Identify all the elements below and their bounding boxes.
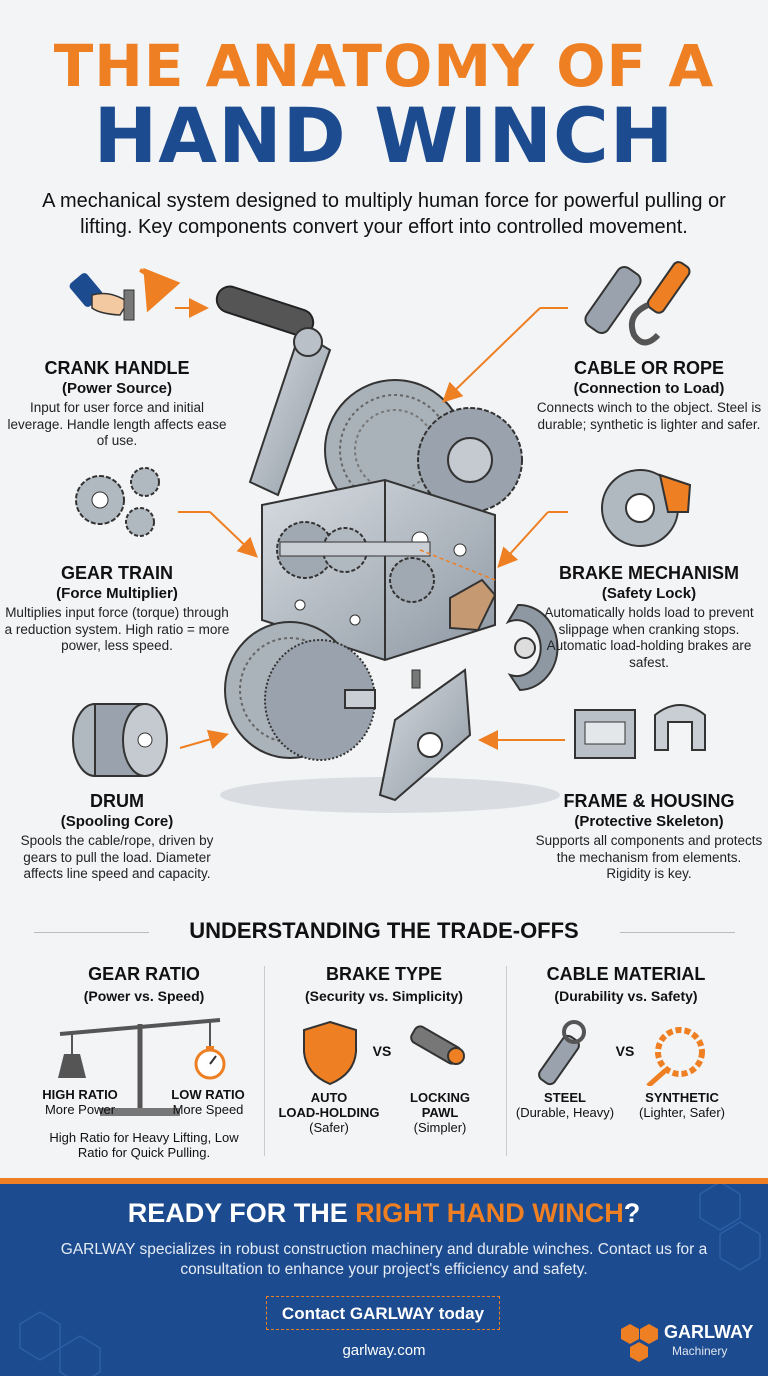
crank-handle-part bbox=[215, 285, 332, 497]
logo-name: GARLWAY bbox=[664, 1322, 754, 1342]
cable-material-header: CABLE MATERIAL (Durability vs. Safety) bbox=[506, 964, 746, 1004]
cable-title: CABLE OR ROPE bbox=[573, 358, 724, 378]
brake-desc: Automatically holds load to prevent slip… bbox=[544, 605, 754, 670]
brake-part bbox=[419, 549, 559, 692]
cta-text: GARLWAY specializes in robust constructi… bbox=[60, 1241, 708, 1278]
cta-accent: RIGHT HAND WINCH bbox=[355, 1198, 624, 1228]
crank-hand-icon bbox=[69, 267, 181, 321]
cta-part1: READY FOR THE bbox=[127, 1198, 356, 1228]
low-ratio-label: LOW RATIO More Speed bbox=[158, 1087, 258, 1117]
gear-train-section: GEAR TRAIN (Force Multiplier) Multiplies… bbox=[2, 562, 232, 655]
divider-left bbox=[34, 932, 149, 933]
auto-brake-label: AUTO LOAD-HOLDING (Safer) bbox=[272, 1090, 386, 1135]
steel-sub: (Durable, Heavy) bbox=[515, 1105, 615, 1120]
synthetic-rope-icon bbox=[655, 1027, 705, 1077]
page-title-line2: HAND WINCH bbox=[93, 91, 675, 180]
side-plate-part bbox=[378, 668, 472, 802]
auto-brake-sub: (Safer) bbox=[309, 1120, 349, 1135]
cable-icons bbox=[538, 1020, 705, 1086]
callout-arrows bbox=[175, 298, 568, 750]
auto-label: AUTO bbox=[310, 1090, 348, 1105]
cable-section: CABLE OR ROPE (Connection to Load) Conne… bbox=[534, 357, 764, 433]
crank-handle-title: CRANK HANDLE bbox=[44, 358, 190, 378]
drum-section: DRUM (Spooling Core) Spools the cable/ro… bbox=[2, 790, 232, 883]
shield-icon bbox=[303, 1020, 357, 1086]
cable-subtitle: (Connection to Load) bbox=[573, 380, 725, 397]
synthetic-sub: (Lighter, Safer) bbox=[639, 1105, 725, 1120]
crank-handle-section: CRANK HANDLE (Power Source) Input for us… bbox=[2, 357, 232, 450]
brake-section: BRAKE MECHANISM (Safety Lock) Automatica… bbox=[534, 562, 764, 671]
contact-button[interactable]: Contact GARLWAY today bbox=[266, 1296, 500, 1330]
divider-col2 bbox=[506, 966, 507, 1156]
high-ratio-label: HIGH RATIO More Power bbox=[30, 1087, 130, 1117]
page-title-line1: THE ANATOMY OF A bbox=[53, 32, 715, 100]
brake-subtitle: (Safety Lock) bbox=[601, 585, 697, 602]
balance-scale-icon bbox=[58, 1018, 226, 1116]
divider-right bbox=[620, 932, 735, 933]
pawl-text: PAWL bbox=[421, 1105, 459, 1120]
drum-title: DRUM bbox=[90, 791, 144, 811]
synthetic-label: SYNTHETIC (Lighter, Safer) bbox=[626, 1090, 738, 1120]
brake-type-subtitle: (Security vs. Simplicity) bbox=[305, 988, 463, 1004]
cta-heading: READY FOR THE RIGHT HAND WINCH? bbox=[0, 1198, 768, 1229]
synthetic-title: SYNTHETIC bbox=[645, 1090, 719, 1105]
pawl-sub: (Simpler) bbox=[413, 1120, 467, 1135]
crank-handle-subtitle: (Power Source) bbox=[61, 380, 173, 397]
garlway-logo-icon bbox=[621, 1324, 658, 1362]
steel-label: STEEL (Durable, Heavy) bbox=[510, 1090, 620, 1120]
frame-section: FRAME & HOUSING (Protective Skeleton) Su… bbox=[534, 790, 764, 883]
winch-illustration bbox=[69, 261, 706, 813]
bolt-part bbox=[411, 669, 421, 689]
lower-drum-part bbox=[224, 621, 376, 761]
gear-ratio-note: High Ratio for Heavy Lifting, Low Ratio … bbox=[49, 1130, 239, 1160]
steel-title: STEEL bbox=[544, 1090, 586, 1105]
steel-cable-icon bbox=[538, 1034, 580, 1086]
frame-title: FRAME & HOUSING bbox=[563, 791, 735, 811]
brake-type-header: BRAKE TYPE (Security vs. Simplicity) bbox=[264, 964, 504, 1004]
gear-train-title: GEAR TRAIN bbox=[61, 563, 173, 583]
brake-icons bbox=[303, 1020, 465, 1086]
hex-pattern bbox=[19, 1184, 761, 1376]
gear-train-part bbox=[276, 521, 435, 603]
cable-hook-icon bbox=[584, 261, 691, 346]
brake-vs: VS bbox=[372, 1043, 392, 1059]
frame-desc: Supports all components and protects the… bbox=[535, 833, 763, 881]
footer-accent-bar bbox=[0, 1178, 768, 1184]
high-ratio-sub: More Power bbox=[44, 1102, 116, 1117]
pawl-label: LOCKING PAWL (Simpler) bbox=[392, 1090, 488, 1135]
gear-ratio-subtitle: (Power vs. Speed) bbox=[83, 988, 205, 1004]
locking-label: LOCKING bbox=[410, 1090, 470, 1105]
gear-ratio-header: GEAR RATIO (Power vs. Speed) bbox=[24, 964, 264, 1004]
intro-text: A mechanical system designed to multiply… bbox=[42, 190, 726, 238]
spool-icon bbox=[72, 703, 168, 777]
load-holding-label: LOAD-HOLDING bbox=[278, 1105, 380, 1120]
divider-col1 bbox=[264, 966, 265, 1156]
frame-icon bbox=[574, 704, 706, 759]
gear-ratio-title: GEAR RATIO bbox=[88, 964, 200, 984]
brake-disc-icon bbox=[601, 469, 692, 547]
cable-desc: Connects winch to the object. Steel is d… bbox=[536, 400, 762, 432]
low-ratio-title: LOW RATIO bbox=[171, 1087, 245, 1102]
high-ratio-title: HIGH RATIO bbox=[42, 1087, 118, 1102]
gear-train-subtitle: (Force Multiplier) bbox=[56, 585, 178, 602]
cable-material-title: CABLE MATERIAL bbox=[546, 964, 706, 984]
brake-title: BRAKE MECHANISM bbox=[559, 563, 739, 583]
cable-material-subtitle: (Durability vs. Safety) bbox=[554, 988, 698, 1004]
drum-subtitle: (Spooling Core) bbox=[60, 813, 174, 830]
logo-sub: Machinery bbox=[672, 1344, 728, 1358]
crank-handle-desc: Input for user force and initial leverag… bbox=[7, 400, 227, 448]
brake-type-title: BRAKE TYPE bbox=[325, 964, 442, 984]
tradeoffs-heading: UNDERSTANDING THE TRADE-OFFS bbox=[189, 918, 579, 943]
drum-desc: Spools the cable/rope, driven by gears t… bbox=[20, 833, 214, 881]
cta-part2: ? bbox=[623, 1198, 641, 1228]
frame-subtitle: (Protective Skeleton) bbox=[574, 813, 724, 830]
cable-vs: VS bbox=[615, 1043, 635, 1059]
gears-icon bbox=[75, 467, 160, 537]
low-ratio-sub: More Speed bbox=[172, 1102, 244, 1117]
gear-train-desc: Multiplies input force (torque) through … bbox=[4, 605, 230, 653]
website-link[interactable]: garlway.com bbox=[342, 1342, 426, 1359]
